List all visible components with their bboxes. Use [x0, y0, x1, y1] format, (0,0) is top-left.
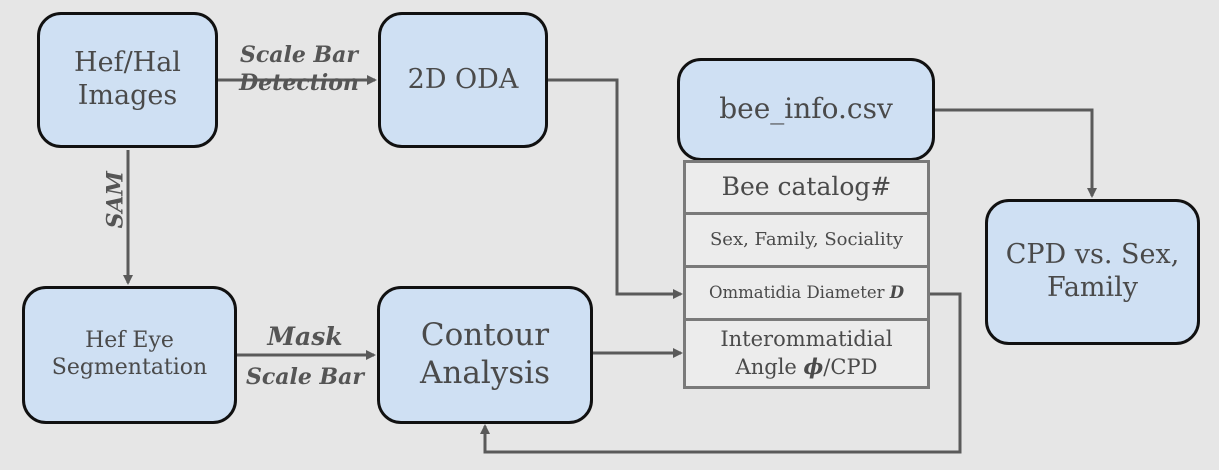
contour-analysis-node: Contour Analysis	[377, 286, 593, 424]
scale-bar-detection-label: Scale Bar Detection	[239, 42, 359, 96]
arrow-beeinfo-to-cpd	[935, 108, 1097, 198]
ommatidia-diameter-cell: Ommatidia Diameter D	[683, 265, 930, 321]
hef-hal-images-node: Hef/Hal Images	[37, 12, 218, 148]
diameter-symbol: D	[889, 283, 905, 303]
cpd-vs-sex-family-node: CPD vs. Sex, Family	[985, 199, 1200, 345]
interommatidial-angle-cell: Interommatidial Angle ϕ/CPD	[683, 318, 930, 389]
interommatidial-line2: Angle ϕ/CPD	[736, 353, 878, 381]
bee-data-table: Bee catalog# Sex, Family, Sociality Omma…	[683, 160, 930, 389]
interommatidial-line1: Interommatidial	[720, 326, 893, 351]
sam-label: SAM	[102, 171, 129, 229]
bee-catalog-cell: Bee catalog#	[683, 160, 930, 215]
scale-bar-label: Scale Bar	[246, 364, 364, 390]
bee-info-csv-node: bee_info.csv	[677, 58, 935, 161]
interommatidial-angle-prefix: Angle	[735, 355, 804, 379]
ommatidia-diameter-label: Ommatidia Diameter	[708, 283, 885, 303]
phi-symbol: ϕ	[803, 354, 824, 379]
sex-family-sociality-cell: Sex, Family, Sociality	[683, 212, 930, 268]
arrow-ommatidia-diameter-to-contour	[480, 292, 962, 454]
oda-2d-node: 2D ODA	[378, 12, 548, 148]
hef-eye-segmentation-node: Hef Eye Segmentation	[22, 286, 237, 424]
mask-label: Mask	[267, 322, 343, 351]
interommatidial-angle-suffix: /CPD	[823, 355, 878, 379]
arrow-oda-to-ommatidia-diameter	[548, 78, 683, 299]
